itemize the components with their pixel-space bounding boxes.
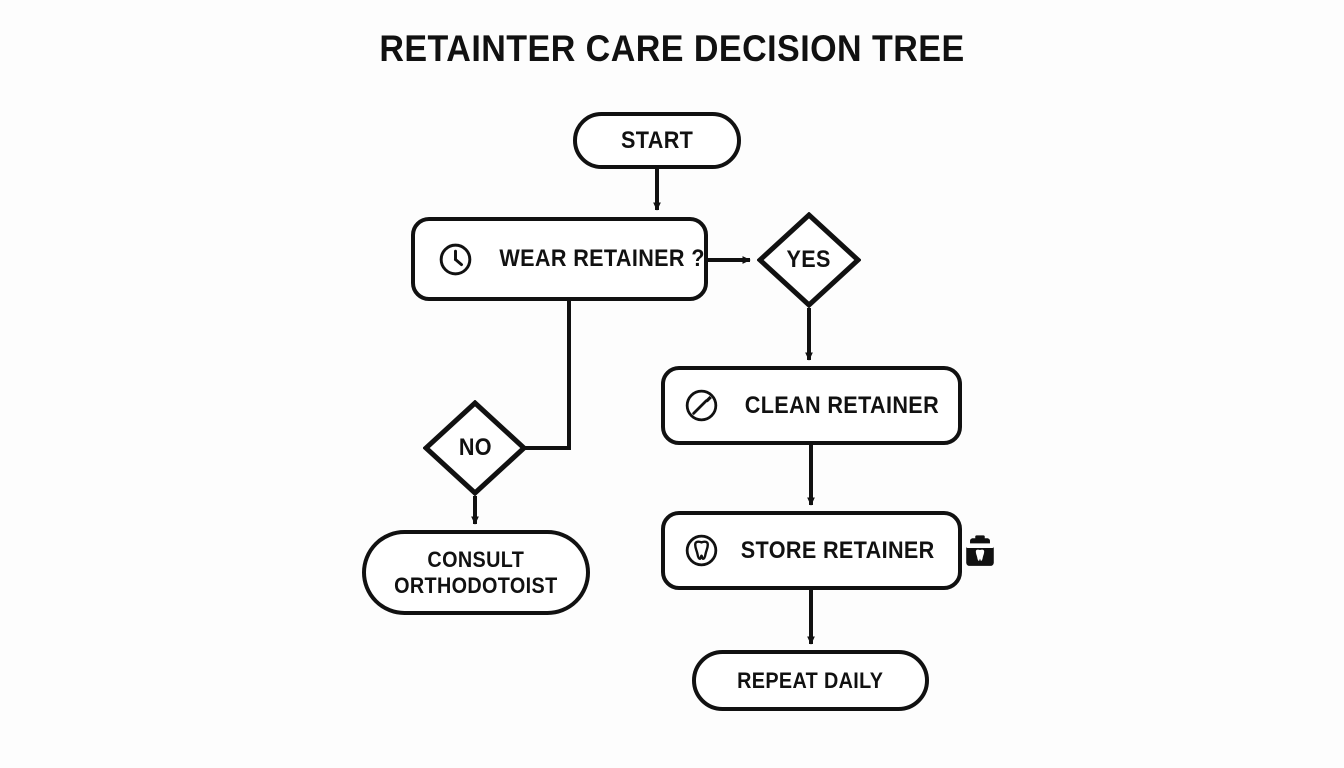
node-consult-label-line1: CONSULT <box>427 547 525 573</box>
node-start-label: START <box>620 126 694 154</box>
node-no-label: NO <box>458 434 492 461</box>
node-repeat-daily[interactable]: REPEAT DAILY <box>692 650 929 711</box>
node-consult-label-line2: ORTHODOTOIST <box>394 572 558 598</box>
toothbrush-icon <box>683 387 720 424</box>
node-start[interactable]: START <box>573 112 741 169</box>
node-repeat-daily-label: REPEAT DAILY <box>737 667 884 693</box>
node-yes[interactable]: YES <box>757 212 861 308</box>
node-store-retainer-label: STORE RETAINER <box>740 536 935 564</box>
diamond-shape-yes <box>757 212 861 308</box>
node-clean-retainer-label: CLEAN RETAINER <box>744 391 940 419</box>
tooth-icon <box>683 532 720 569</box>
node-wear-retainer-label: WEAR RETAINER ? <box>499 245 705 273</box>
node-clean-retainer[interactable]: CLEAN RETAINER <box>661 366 962 445</box>
clock-icon <box>437 241 474 278</box>
node-wear-retainer[interactable]: WEAR RETAINER ? <box>411 217 708 301</box>
diamond-shape-no <box>423 400 527 496</box>
retainer-case-icon <box>961 532 999 570</box>
node-yes-label: YES <box>786 246 832 273</box>
node-consult-label-group: CONSULT ORTHODOTOIST <box>394 547 557 598</box>
page-title: RETAINTER CARE DECISION TREE <box>379 28 965 69</box>
node-store-retainer[interactable]: STORE RETAINER <box>661 511 995 590</box>
node-consult-orthodontist[interactable]: CONSULT ORTHODOTOIST <box>362 530 590 615</box>
edge-wear-to-no <box>525 299 571 450</box>
node-no[interactable]: NO <box>423 400 527 496</box>
